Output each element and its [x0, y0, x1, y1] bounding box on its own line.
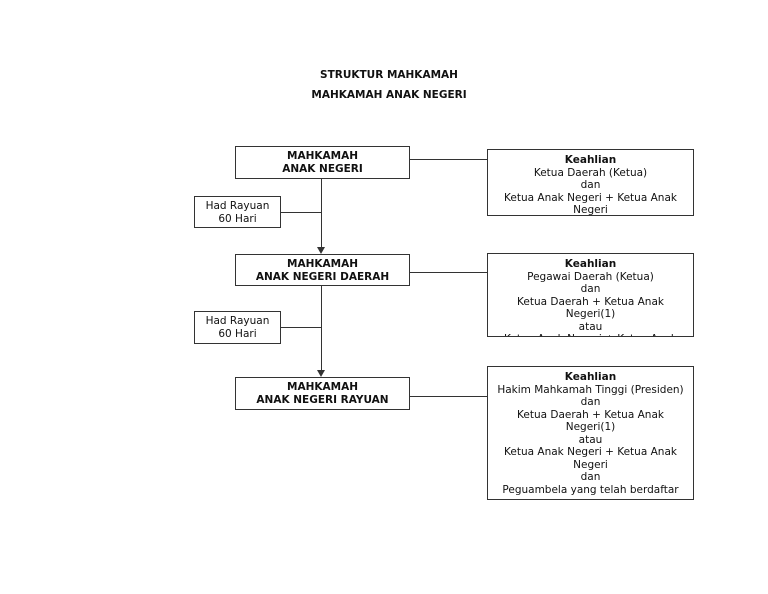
expertise-line: atau — [578, 320, 603, 333]
expertise-heading: Keahlian — [564, 154, 617, 166]
expertise-heading: Keahlian — [564, 258, 617, 270]
appeal-label: 60 Hari — [218, 212, 257, 225]
expertise-line: dan — [580, 283, 601, 295]
appeal-limit-box: Had Rayuan 60 Hari — [194, 196, 281, 228]
expertise-line: Negeri(1) — [565, 308, 616, 320]
court-box-anak-negeri-rayuan: MAHKAMAH ANAK NEGERI RAYUAN — [235, 377, 410, 410]
expertise-line: atau — [578, 433, 603, 446]
court-label: MAHKAMAH — [287, 150, 358, 162]
expertise-line: Peguambela yang telah berdaftar — [502, 483, 679, 496]
connector-line — [409, 272, 487, 273]
expertise-line: Ketua Daerah + Ketua Anak — [517, 295, 664, 308]
court-label: MAHKAMAH — [287, 258, 358, 270]
expertise-line: Ketua Daerah + Ketua Anak — [517, 408, 664, 421]
expertise-line: Ketua Anak Negeri + Ketua Anak — [504, 446, 677, 458]
court-box-anak-negeri: MAHKAMAH ANAK NEGERI — [235, 146, 410, 179]
connector-line — [321, 285, 322, 371]
connector-line — [280, 327, 321, 328]
court-label: ANAK NEGERI RAYUAN — [256, 393, 389, 406]
expertise-line: dan — [580, 179, 601, 191]
expertise-line: Ketua Anak Negeri + Ketua Anak — [488, 333, 693, 336]
appeal-label: Had Rayuan — [205, 200, 270, 212]
connector-line — [409, 396, 487, 397]
expertise-line: Hakim Mahkamah Tinggi (Presiden) — [497, 383, 684, 396]
connector-line — [409, 159, 487, 160]
expertise-line: Negeri — [573, 204, 608, 216]
expertise-heading: Keahlian — [564, 371, 617, 383]
appeal-label: 60 Hari — [218, 327, 257, 340]
court-label: ANAK NEGERI DAERAH — [255, 270, 390, 283]
diagram-title: STRUKTUR MAHKAMAH — [320, 69, 458, 81]
court-box-anak-negeri-daerah: MAHKAMAH ANAK NEGERI DAERAH — [235, 254, 410, 286]
court-label: MAHKAMAH — [287, 381, 358, 393]
expertise-line: Ketua Anak Negeri + Ketua Anak — [504, 191, 677, 204]
appeal-label: Had Rayuan — [205, 315, 270, 327]
connector-line — [280, 212, 321, 213]
expertise-line: dan — [580, 471, 601, 483]
connector-line — [321, 178, 322, 248]
arrow-down-icon — [317, 247, 325, 254]
diagram-subtitle: MAHKAMAH ANAK NEGERI — [311, 89, 467, 101]
expertise-line: Negeri — [573, 458, 608, 471]
appeal-limit-box: Had Rayuan 60 Hari — [194, 311, 281, 344]
court-label: ANAK NEGERI — [282, 162, 363, 175]
expertise-line: Ketua Daerah (Ketua) — [533, 166, 648, 179]
expertise-line: Pegawai Daerah (Ketua) — [527, 270, 654, 283]
arrow-down-icon — [317, 370, 325, 377]
expertise-line: dan — [580, 396, 601, 408]
expertise-line: Negeri(1) — [565, 421, 616, 433]
